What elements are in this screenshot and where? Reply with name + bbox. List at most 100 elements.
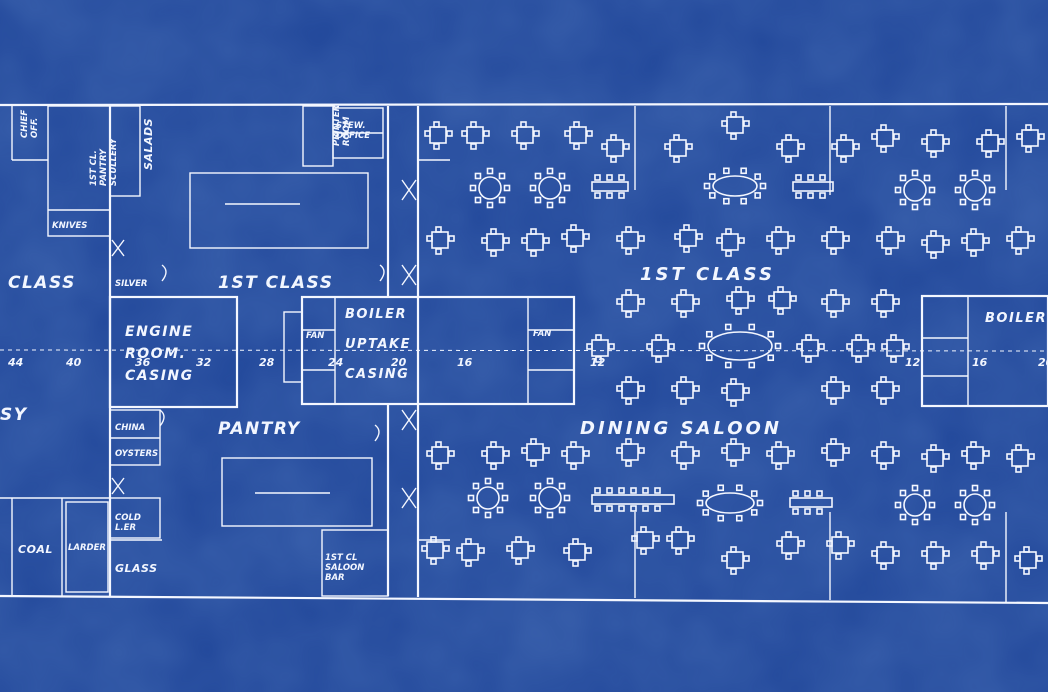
frame-number: 16 <box>457 356 473 369</box>
chair <box>830 311 837 318</box>
label-printer-room-line: ROOM <box>342 116 352 146</box>
chair <box>533 130 540 137</box>
chair <box>843 385 850 392</box>
chair <box>726 295 733 302</box>
chair <box>481 237 488 244</box>
chair <box>426 235 433 242</box>
chair <box>871 385 878 392</box>
chair <box>893 133 900 140</box>
chair <box>583 450 590 457</box>
chair <box>998 138 1005 145</box>
chair <box>846 343 853 350</box>
chair <box>976 138 983 145</box>
chair <box>653 535 660 542</box>
chair <box>776 540 783 547</box>
chair <box>1015 248 1022 255</box>
chair <box>618 505 625 512</box>
frame-number: 32 <box>196 356 212 369</box>
chair <box>750 490 758 497</box>
chair <box>474 196 482 204</box>
chair <box>666 535 673 542</box>
chair <box>456 547 463 554</box>
chair <box>546 167 554 175</box>
chair <box>680 311 687 318</box>
chair <box>930 466 937 473</box>
chair <box>816 508 823 515</box>
chair <box>546 477 554 485</box>
chair <box>498 172 506 180</box>
chair <box>740 197 747 205</box>
chair <box>805 334 812 341</box>
frame-numbers: 444036322824201612121620 <box>7 356 1048 369</box>
chair <box>798 143 805 150</box>
frame-number: 12 <box>905 356 921 369</box>
chair <box>638 447 645 454</box>
chair <box>680 376 687 383</box>
chair <box>721 120 728 127</box>
chair <box>971 169 979 177</box>
chair <box>730 111 737 118</box>
chair <box>702 490 710 497</box>
chair <box>573 121 580 128</box>
chair <box>534 506 542 514</box>
chair <box>1028 235 1035 242</box>
chair <box>785 531 792 538</box>
label-boiler-uptake-casing-line: BOILER <box>345 307 407 322</box>
chair <box>777 286 784 293</box>
chair <box>766 235 773 242</box>
chair <box>743 120 750 127</box>
chair <box>616 385 623 392</box>
chair <box>954 186 962 194</box>
chair <box>702 509 710 516</box>
frame-number: 40 <box>65 356 82 369</box>
chair <box>831 143 838 150</box>
chair <box>893 450 900 457</box>
label-first-class-saloon: 1ST CLASS <box>640 264 775 285</box>
chair <box>894 501 902 509</box>
chair <box>971 518 979 526</box>
chair <box>880 463 887 470</box>
chair <box>534 172 542 180</box>
chair <box>515 558 522 565</box>
round-table <box>903 178 927 202</box>
chair <box>696 233 703 240</box>
chair <box>625 226 632 233</box>
chair <box>988 186 996 194</box>
chair <box>971 203 979 211</box>
round-table <box>963 178 987 202</box>
chair <box>843 298 850 305</box>
chair <box>970 441 977 448</box>
chair <box>1036 555 1043 562</box>
long-table <box>789 497 833 508</box>
chair <box>790 295 797 302</box>
chair <box>959 198 967 206</box>
chair <box>881 343 888 350</box>
chair <box>923 174 931 182</box>
label-stewd-office-line: STEW. <box>336 121 366 131</box>
chair <box>723 167 730 175</box>
long-table <box>792 181 834 192</box>
chair <box>807 192 814 199</box>
label-boiler-uptake-casing-line: CASING <box>345 367 409 382</box>
chair <box>558 506 566 514</box>
chair <box>586 343 593 350</box>
chair <box>805 356 812 363</box>
label-pantry-scullery-line: 1ST CL. <box>89 150 99 186</box>
chair <box>530 438 537 445</box>
chair <box>730 400 737 407</box>
chair <box>673 156 680 163</box>
chair <box>880 146 887 153</box>
chair <box>426 450 433 457</box>
long-table <box>591 181 629 192</box>
chair <box>606 192 613 199</box>
chair <box>735 484 743 492</box>
chair <box>743 387 750 394</box>
chair <box>1028 453 1035 460</box>
chair <box>530 460 537 467</box>
label-chief-off-line: OFF. <box>30 118 40 138</box>
chair <box>570 246 577 253</box>
chair <box>671 385 678 392</box>
chair <box>959 489 967 497</box>
chair <box>433 143 440 150</box>
